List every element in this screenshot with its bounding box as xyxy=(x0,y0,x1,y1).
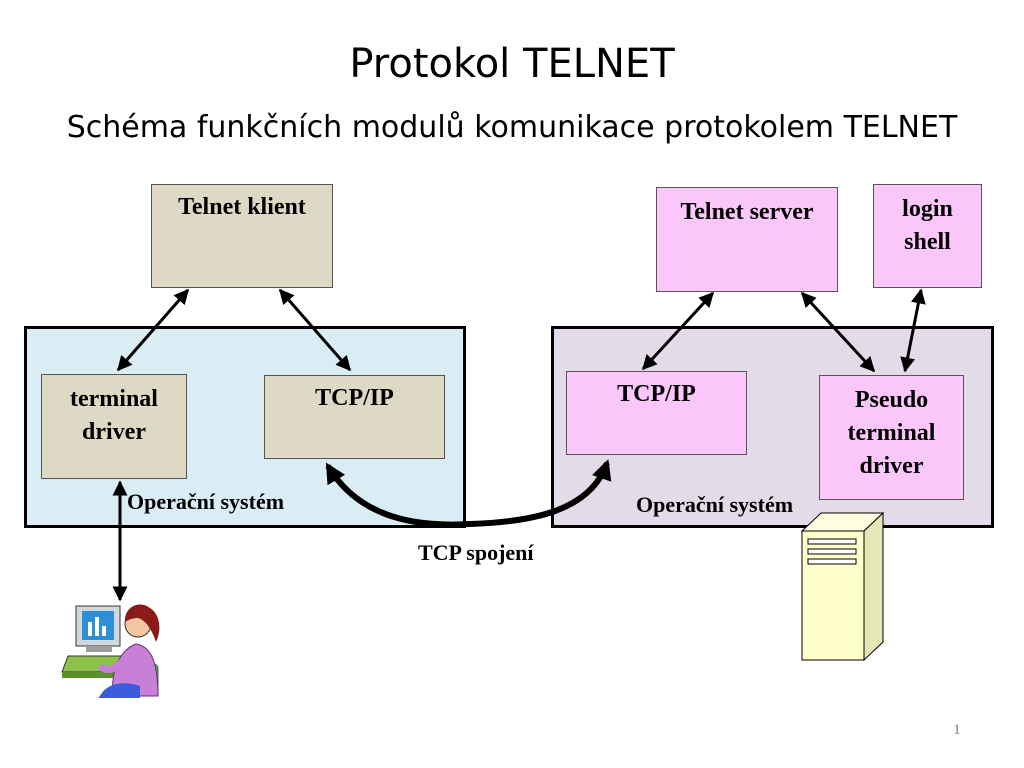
server-tcpip-label: TCP/IP xyxy=(617,381,696,407)
slide-title: Protokol TELNET xyxy=(349,41,675,87)
telnet-client-box: Telnet klient xyxy=(151,184,333,288)
arrow-server-to-pseudo-terminal xyxy=(800,291,876,373)
tcp-connection-arrow xyxy=(325,459,612,528)
arrow-client-to-tcpip xyxy=(278,288,352,372)
arrow-login-shell-to-pseudo-terminal xyxy=(900,288,926,373)
telnet-client-label: Telnet klient xyxy=(178,194,306,220)
server-tcpip-box: TCP/IP xyxy=(566,371,747,455)
pseudo-terminal-driver-label: Pseudo terminal driver xyxy=(847,387,936,479)
slide-number: 1 xyxy=(953,722,961,738)
client-tcpip-label: TCP/IP xyxy=(315,385,394,411)
user-at-computer-icon xyxy=(61,604,160,698)
server-tower-icon xyxy=(800,511,885,662)
tcp-connection-label: TCP spojení xyxy=(418,540,534,565)
pseudo-terminal-driver-box: Pseudo terminal driver xyxy=(819,375,964,500)
telnet-server-box: Telnet server xyxy=(656,187,838,292)
slide-subtitle: Schéma funkčních modulů komunikace proto… xyxy=(66,110,958,145)
login-shell-box: login shell xyxy=(873,184,982,288)
terminal-driver-box: terminal driver xyxy=(41,374,187,479)
client-os-label: Operační systém xyxy=(127,489,285,514)
server-os-label: Operační systém xyxy=(636,492,794,517)
telnet-server-label: Telnet server xyxy=(680,199,814,225)
arrow-client-to-terminal-driver xyxy=(116,288,190,372)
client-tcpip-box: TCP/IP xyxy=(264,375,445,459)
login-shell-label: login shell xyxy=(902,196,953,255)
terminal-driver-label: terminal driver xyxy=(70,386,158,445)
arrow-server-to-tcpip xyxy=(641,291,715,371)
